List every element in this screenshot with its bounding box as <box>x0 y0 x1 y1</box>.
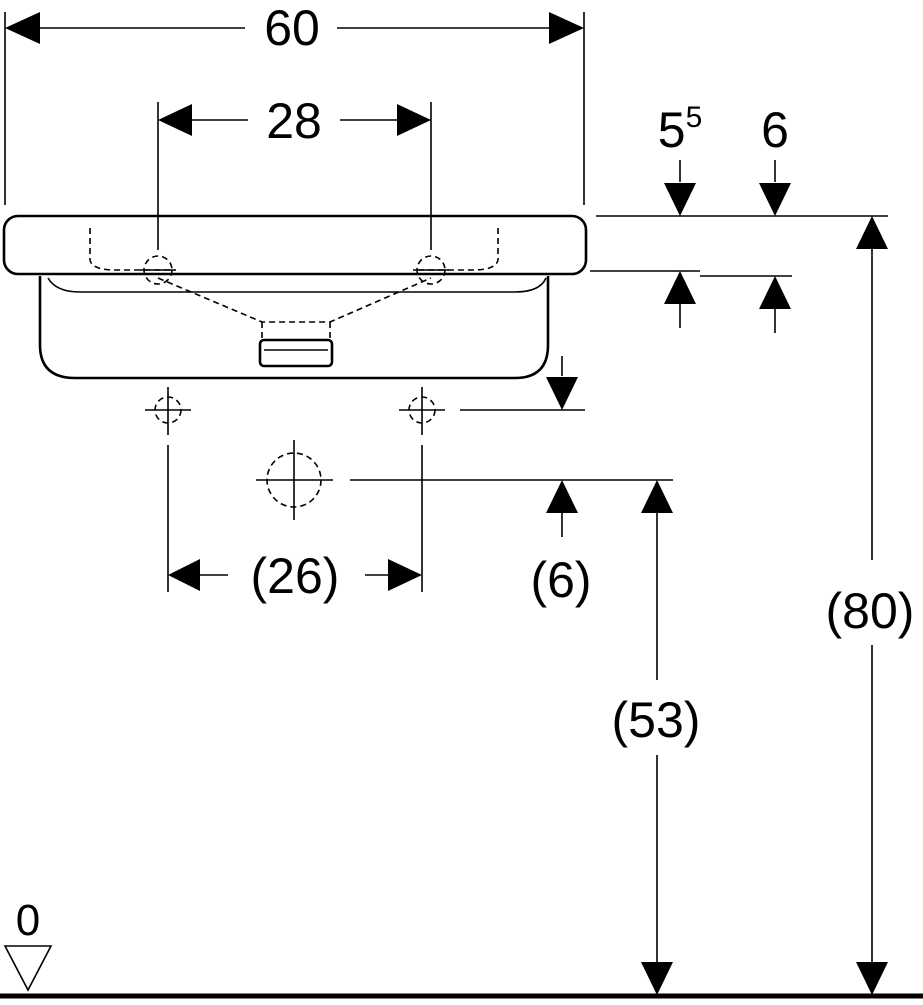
arrow-head-right <box>397 104 431 136</box>
rim-overflow-label: 6 <box>761 102 789 158</box>
arrow-head-left <box>5 12 40 44</box>
bowl-inner-edge <box>47 277 547 293</box>
rim-thickness-superscript: 5 <box>686 101 703 134</box>
arrow-bowl-down <box>546 377 578 410</box>
hidden-tap-recess-right <box>415 228 499 271</box>
floor-level: 0 <box>0 896 923 999</box>
arrow-head-left <box>168 559 200 591</box>
rim-height-label: (80) <box>826 583 915 639</box>
overall-width-label: 60 <box>264 0 320 56</box>
drain-outlet <box>256 440 673 520</box>
overflow-opening <box>258 338 334 368</box>
washbasin-bowl <box>38 276 550 380</box>
hidden-tap-recess-left <box>89 228 175 271</box>
arrow-rim-height-top <box>856 216 888 249</box>
dimension-overall-width: 60 <box>4 0 585 205</box>
floor-level-label: 0 <box>16 896 40 945</box>
arrow-5-down <box>664 183 696 216</box>
dimension-bowl-bottom <box>546 356 578 410</box>
arrow-head-left <box>158 104 192 136</box>
dimension-tap-hole-spacing: 28 <box>157 93 432 250</box>
arrow-head-right <box>549 12 584 44</box>
washbasin <box>2 214 588 380</box>
bracket-spacing-label: (26) <box>251 548 340 604</box>
washbasin-rim <box>2 214 588 276</box>
dimension-drain-height: (53) <box>612 480 701 995</box>
arrow-rim-height-bottom <box>856 962 888 995</box>
dimension-drain-offset: (6) <box>530 480 592 608</box>
arrow-drain-height-bottom <box>641 962 673 995</box>
rim-thickness-label: 55 <box>658 101 703 158</box>
drain-height-label: (53) <box>612 692 701 748</box>
tap-spacing-label: 28 <box>266 93 322 149</box>
rim-thickness-base: 5 <box>658 102 686 158</box>
arrow-6-down <box>759 183 791 216</box>
floor-level-triangle-icon <box>3 945 53 992</box>
drain-offset-label: (6) <box>530 552 591 608</box>
wall-fixings <box>145 387 585 435</box>
hidden-drain-channel <box>157 277 432 323</box>
arrow-5-up <box>664 271 696 304</box>
arrow-head-right <box>388 559 422 591</box>
arrow-drain-height-top <box>641 480 673 513</box>
arrow-6-up <box>759 276 791 309</box>
arrow-drain-offset-up <box>546 480 578 513</box>
dimension-rim-thickness: 55 6 <box>590 101 888 333</box>
hidden-drain-sides <box>261 322 331 340</box>
dimension-bracket-spacing: (26) <box>167 445 423 604</box>
dimension-rim-height: (80) <box>826 216 915 995</box>
